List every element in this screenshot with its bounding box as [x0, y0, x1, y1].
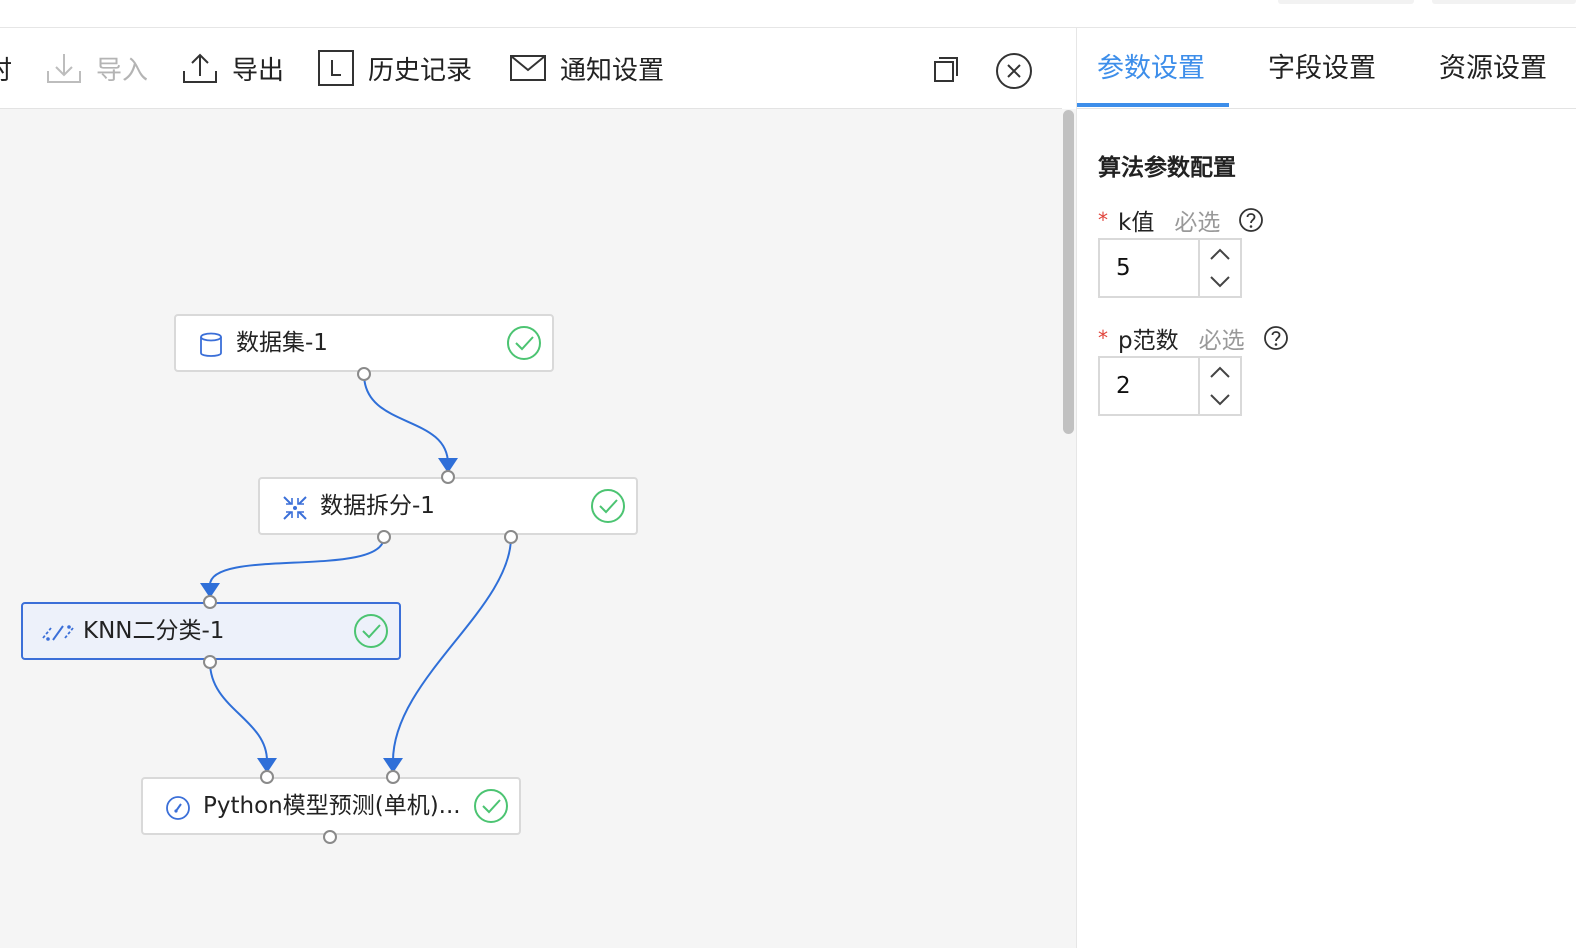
field-k-label: k值: [1118, 210, 1155, 236]
node-split-input-port[interactable]: [441, 470, 455, 484]
import-label: 导入: [96, 55, 149, 86]
edge-arrow-head: [383, 758, 403, 773]
field-p-label-row: * p范数 必选: [1098, 322, 1289, 354]
panel-tabs: 参数设置 字段设置 资源设置: [1077, 28, 1576, 109]
chevron-up-icon: [1210, 248, 1230, 260]
edge-split-to-knn[interactable]: [209, 536, 385, 586]
top-strip-tab[interactable]: [1278, 0, 1414, 4]
canvas-scrollbar-thumb[interactable]: [1063, 110, 1074, 434]
success-check-icon: [474, 789, 508, 823]
node-knn-input-port[interactable]: [203, 595, 217, 609]
edge-knn-to-predict[interactable]: [209, 661, 268, 762]
database-icon: [200, 332, 222, 357]
toolbar-partial-item[interactable]: 时: [0, 28, 12, 108]
increment-button[interactable]: [1200, 240, 1240, 268]
tab-field-settings[interactable]: 字段设置: [1268, 53, 1376, 84]
top-strip-tab[interactable]: [1432, 0, 1576, 4]
node-split-label: 数据拆分-1: [320, 493, 435, 519]
toolbar-partial-label: 时: [0, 50, 12, 87]
node-data-split[interactable]: 数据拆分-1: [258, 477, 638, 535]
properties-panel: 参数设置 字段设置 资源设置 算法参数配置 * k值 必选 5: [1076, 28, 1576, 948]
stepper-controls: [1198, 240, 1240, 296]
field-k-label-row: * k值 必选: [1098, 204, 1264, 236]
close-circle-icon[interactable]: [995, 52, 1033, 90]
history-label: 历史记录: [368, 55, 473, 86]
history-icon: [318, 50, 354, 86]
k-value[interactable]: 5: [1116, 255, 1131, 281]
field-p-label: p范数: [1118, 328, 1179, 354]
chevron-down-icon: [1210, 276, 1230, 288]
section-title: 算法参数配置: [1098, 155, 1236, 181]
success-check-icon: [507, 326, 541, 360]
copy-icon[interactable]: [932, 56, 960, 84]
p-value[interactable]: 2: [1116, 373, 1131, 399]
node-dataset[interactable]: 数据集-1: [174, 314, 554, 372]
edge-arrow-head: [257, 758, 277, 773]
decrement-button[interactable]: [1200, 386, 1240, 414]
required-mark: *: [1098, 326, 1108, 350]
k-value-stepper[interactable]: 5: [1098, 238, 1242, 298]
stepper-controls: [1198, 358, 1240, 414]
tab-resource-settings[interactable]: 资源设置: [1439, 53, 1547, 84]
export-label: 导出: [232, 55, 285, 86]
edge-split-to-predict[interactable]: [392, 536, 512, 762]
active-tab-indicator: [1077, 103, 1229, 107]
history-button[interactable]: 历史记录: [318, 28, 472, 108]
import-button[interactable]: 导入: [46, 28, 148, 108]
node-dataset-output-port[interactable]: [357, 367, 371, 381]
success-check-icon: [591, 489, 625, 523]
node-predict-input-port-2[interactable]: [386, 770, 400, 784]
edge-arrow-head: [438, 458, 458, 473]
node-predict-output-port[interactable]: [323, 830, 337, 844]
p-norm-stepper[interactable]: 2: [1098, 356, 1242, 416]
node-split-output-port-2[interactable]: [504, 530, 518, 544]
field-k-required-hint: 必选: [1174, 210, 1221, 236]
upload-icon: [183, 53, 217, 83]
notify-label: 通知设置: [560, 55, 665, 86]
decrement-button[interactable]: [1200, 268, 1240, 296]
classifier-icon: [42, 625, 74, 641]
toolbar: 时 导入 导出 历史记录 通知设置: [0, 28, 1062, 109]
gauge-icon: [166, 796, 190, 820]
edges-layer: [200, 373, 512, 773]
download-icon: [47, 54, 81, 83]
node-predict-label: Python模型预测(单机)...: [203, 793, 461, 819]
tab-parameter-settings[interactable]: 参数设置: [1097, 53, 1205, 84]
node-dataset-label: 数据集-1: [236, 330, 328, 356]
node-knn-classifier[interactable]: KNN二分类-1: [21, 602, 401, 660]
help-icon[interactable]: [1238, 207, 1264, 233]
chevron-down-icon: [1210, 394, 1230, 406]
workflow-canvas[interactable]: 数据集-1 数据拆分-1 KNN二分类-1: [0, 109, 1062, 948]
export-button[interactable]: 导出: [182, 28, 284, 108]
notify-settings-button[interactable]: 通知设置: [510, 28, 664, 108]
help-icon[interactable]: [1263, 325, 1289, 351]
required-mark: *: [1098, 208, 1108, 232]
node-predict-input-port-1[interactable]: [260, 770, 274, 784]
increment-button[interactable]: [1200, 358, 1240, 386]
edge-arrow-head: [200, 583, 220, 598]
top-strip: [0, 0, 1576, 28]
chevron-up-icon: [1210, 366, 1230, 378]
node-python-predict[interactable]: Python模型预测(单机)...: [141, 777, 521, 835]
success-check-icon: [354, 614, 388, 648]
split-icon: [283, 496, 307, 520]
field-p-required-hint: 必选: [1198, 328, 1245, 354]
node-knn-output-port[interactable]: [203, 655, 217, 669]
mail-icon: [510, 55, 546, 81]
node-split-output-port-1[interactable]: [377, 530, 391, 544]
edge-dataset-to-split[interactable]: [363, 373, 449, 465]
node-knn-label: KNN二分类-1: [83, 618, 225, 644]
